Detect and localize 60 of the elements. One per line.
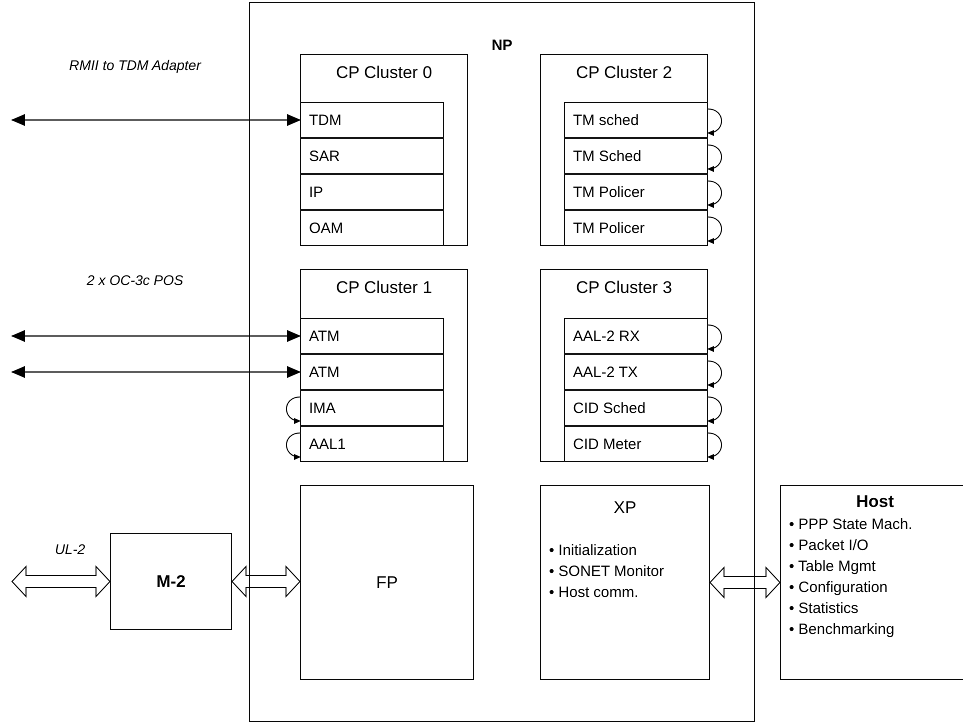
bullet-item: • Configuration bbox=[789, 578, 888, 598]
module-row: CID Sched bbox=[564, 390, 708, 426]
node-title: CP Cluster 2 bbox=[576, 63, 672, 83]
double-arrow bbox=[709, 566, 781, 599]
processor-box bbox=[540, 485, 710, 680]
module-row: IP bbox=[300, 174, 444, 210]
node-title: XP bbox=[614, 498, 636, 518]
module-row: TM sched bbox=[564, 102, 708, 138]
node-title: CP Cluster 0 bbox=[336, 63, 432, 83]
bullet-item: • Initialization bbox=[549, 541, 637, 561]
module-row: AAL-2 TX bbox=[564, 354, 708, 390]
bullet-item: • Host comm. bbox=[549, 583, 638, 603]
host-box bbox=[780, 485, 963, 680]
module-box: M-2 bbox=[110, 533, 232, 630]
node-title: Host bbox=[856, 492, 894, 512]
module-row: TM Sched bbox=[564, 138, 708, 174]
cluster-box bbox=[300, 269, 468, 462]
loop-arrow bbox=[707, 108, 722, 136]
module-row: TM Policer bbox=[564, 210, 708, 246]
module-row: AAL1 bbox=[300, 426, 444, 462]
cluster-box bbox=[540, 54, 708, 246]
loop-arrow bbox=[286, 432, 301, 460]
node-title: CP Cluster 1 bbox=[336, 278, 432, 298]
loop-arrow bbox=[707, 180, 722, 208]
module-row: OAM bbox=[300, 210, 444, 246]
cluster-box bbox=[540, 269, 708, 462]
processor-box: FP bbox=[300, 485, 474, 680]
arrow bbox=[11, 366, 301, 378]
loop-arrow bbox=[707, 396, 722, 424]
bullet-item: • PPP State Mach. bbox=[789, 515, 912, 535]
bullet-item: • Benchmarking bbox=[789, 620, 894, 640]
loop-arrow bbox=[707, 324, 722, 352]
module-row: CID Meter bbox=[564, 426, 708, 462]
edge-label: RMII to TDM Adapter bbox=[68, 56, 202, 75]
module-row: TM Policer bbox=[564, 174, 708, 210]
loop-arrow bbox=[707, 360, 722, 388]
loop-arrow bbox=[707, 432, 722, 460]
loop-arrow bbox=[286, 396, 301, 424]
module-row: TDM bbox=[300, 102, 444, 138]
arrow bbox=[11, 114, 301, 126]
node-title: CP Cluster 3 bbox=[576, 278, 672, 298]
loop-arrow bbox=[707, 144, 722, 172]
loop-arrow bbox=[707, 216, 722, 244]
module-row: IMA bbox=[300, 390, 444, 426]
module-row: AAL-2 RX bbox=[564, 318, 708, 354]
module-row: SAR bbox=[300, 138, 444, 174]
module-row: ATM bbox=[300, 318, 444, 354]
edge-label: 2 x OC-3c POS bbox=[86, 271, 184, 290]
bullet-item: • Statistics bbox=[789, 599, 858, 619]
cluster-box bbox=[300, 54, 468, 246]
double-arrow bbox=[231, 565, 301, 598]
edge-label: UL-2 bbox=[54, 540, 86, 559]
arrow bbox=[11, 330, 301, 342]
node-title: NP bbox=[492, 37, 512, 54]
double-arrow bbox=[11, 565, 111, 598]
bullet-item: • Packet I/O bbox=[789, 536, 868, 556]
processor-box bbox=[249, 2, 755, 722]
bullet-item: • Table Mgmt bbox=[789, 557, 876, 577]
bullet-item: • SONET Monitor bbox=[549, 562, 664, 582]
module-row: ATM bbox=[300, 354, 444, 390]
